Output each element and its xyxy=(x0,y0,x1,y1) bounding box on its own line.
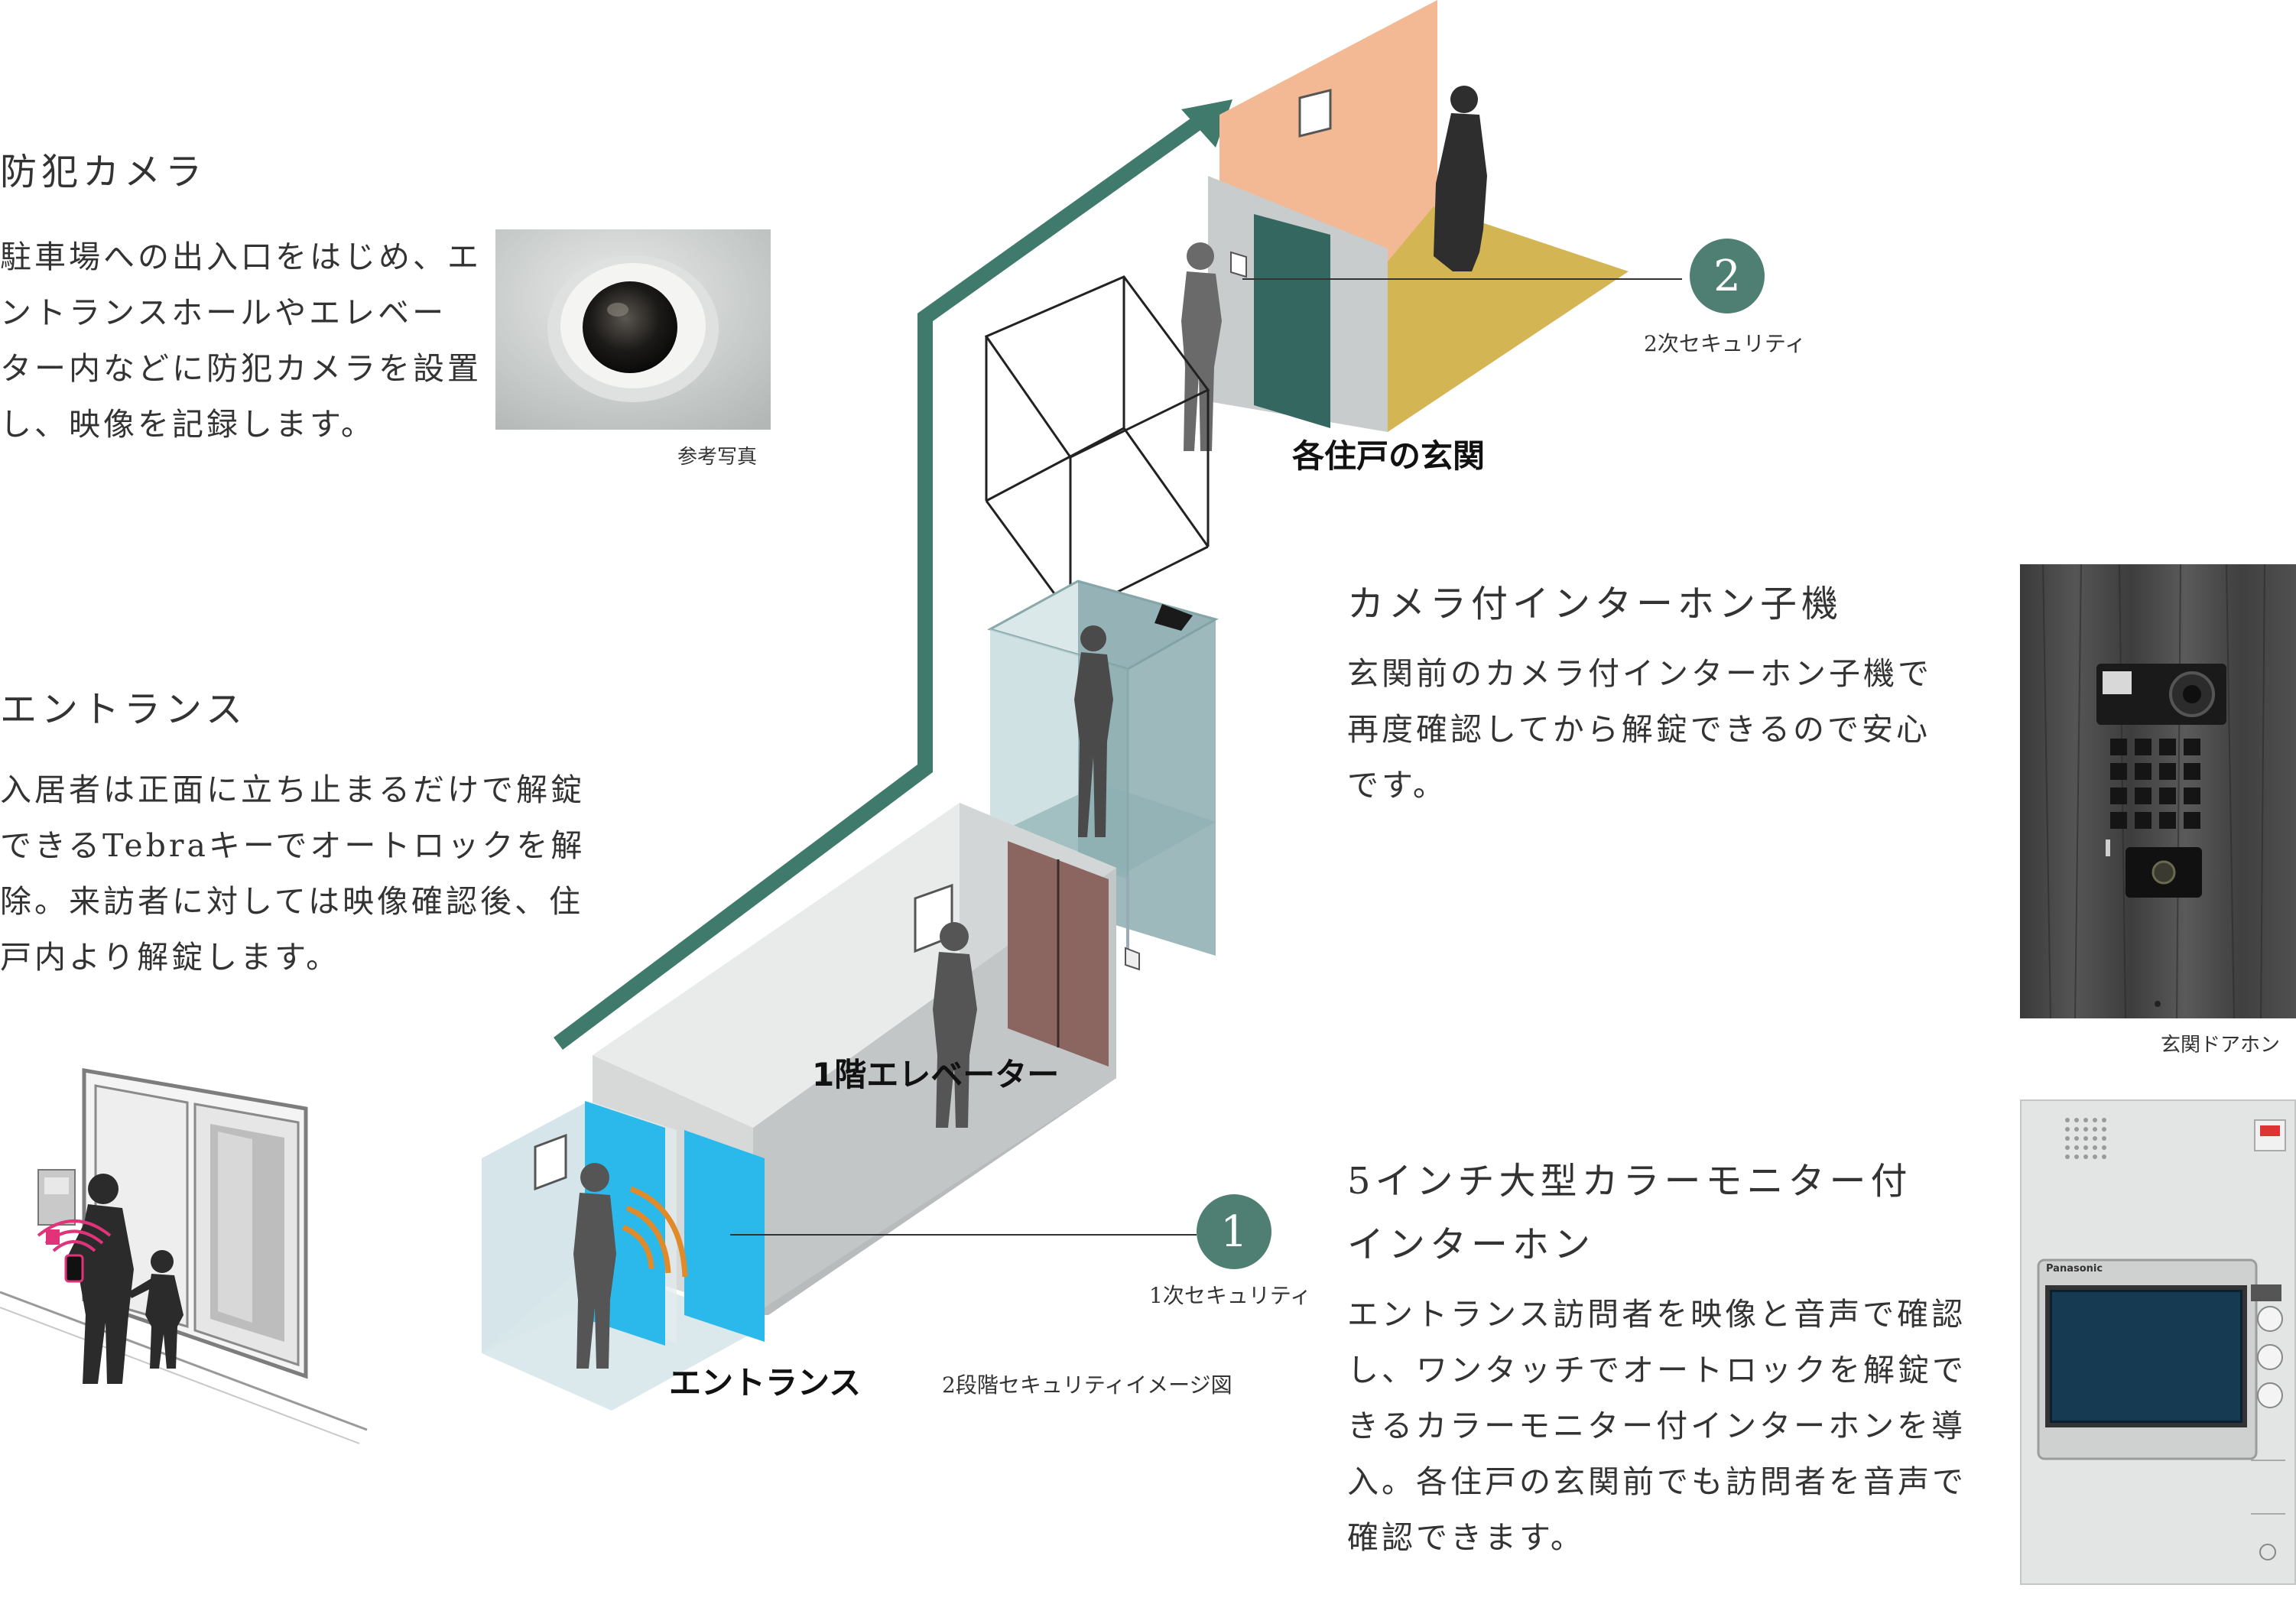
camera-title: 防犯カメラ xyxy=(0,151,207,193)
entrance-label: エントランス xyxy=(669,1364,862,1401)
security-2-label: 2次セキュリティ xyxy=(1644,331,1807,356)
security-flow-arrow xyxy=(554,114,1205,1050)
door-phone-caption: 玄関ドアホン xyxy=(2161,1034,2281,1057)
two-step-security-diagram xyxy=(482,0,1682,1411)
auto-door-right xyxy=(684,1130,765,1342)
monitor-title-line2: インターホン xyxy=(1347,1223,1596,1266)
security-1-badge: 1 xyxy=(1197,1194,1271,1269)
security-2-badge: 2 xyxy=(1690,239,1765,313)
monitor-title-line1: 5インチ大型カラーモニター付 xyxy=(1347,1160,1912,1203)
entrance-title: エントランス xyxy=(0,688,248,731)
gold-floor xyxy=(1376,206,1629,432)
monitor-intercom-photo: Panasonic xyxy=(2020,1099,2296,1585)
camera-photo-caption: 参考写真 xyxy=(677,446,758,469)
security-2-number: 2 xyxy=(1713,251,1741,301)
security-1-label: 1次セキュリティ xyxy=(1149,1283,1312,1308)
unit-entrance-label: 各住戸の玄関 xyxy=(1292,437,1486,475)
entrance-door-illustration xyxy=(0,1063,375,1445)
diagram-caption: 2段階セキュリティイメージ図 xyxy=(942,1372,1232,1398)
security-camera-photo xyxy=(495,229,771,430)
monitor-brand: Panasonic xyxy=(2046,1263,2103,1275)
entrance-description: 入居者は正面に立ち止まるだけで解錠 できるTebraキーでオートロックを解 除。… xyxy=(0,771,586,976)
door-intercom-description: 玄関前のカメラ付インターホン子機で 再度確認してから解錠できるので安心 です。 xyxy=(1347,655,1932,804)
unit-door xyxy=(1254,214,1330,428)
monitor-description: エントランス訪問者を映像と音声で確認 し、ワンタッチでオートロックを解錠で きる… xyxy=(1347,1296,1966,1556)
camera-description: 駐車場への出入口をはじめ、エ ントランスホールやエレベー ター内などに防犯カメラ… xyxy=(0,239,482,443)
elevator-label: 1階エレベーター xyxy=(812,1056,1060,1093)
door-phone-photo xyxy=(2020,564,2296,1018)
security-1-number: 1 xyxy=(1220,1206,1248,1257)
door-intercom-title: カメラ付インターホン子機 xyxy=(1347,583,1843,625)
